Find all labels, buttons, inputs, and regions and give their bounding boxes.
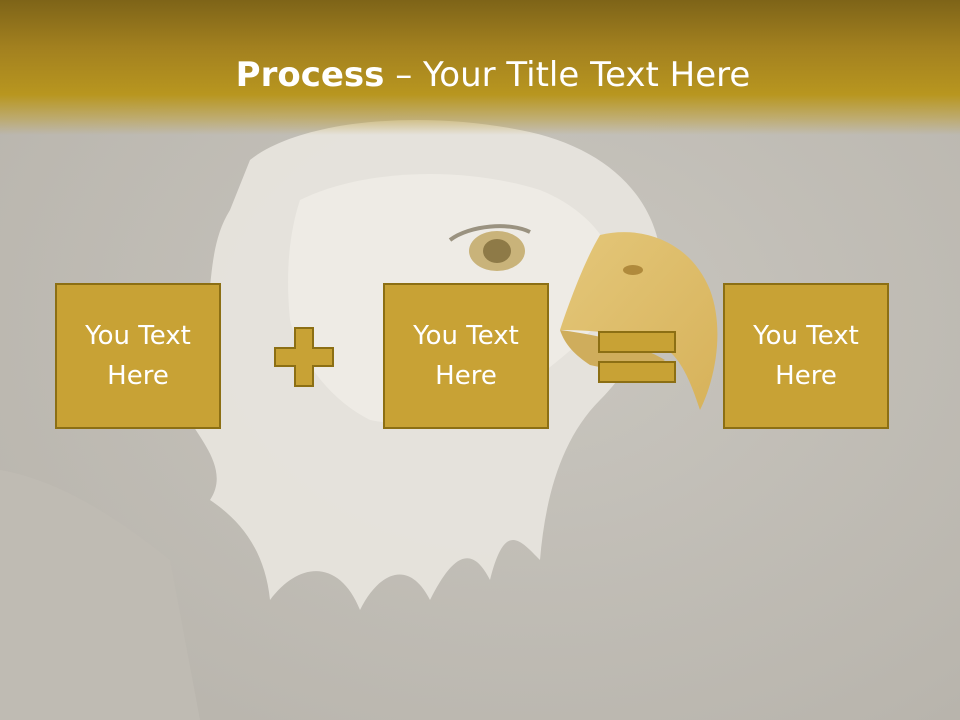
process-box-1[interactable]: You Text Here — [55, 283, 221, 429]
process-box-2-label: You Text Here — [413, 321, 519, 391]
header-band — [0, 0, 960, 135]
equals-icon — [598, 331, 676, 383]
title-rest: Your Title Text Here — [423, 55, 751, 95]
title-separator: – — [384, 55, 424, 95]
plus-icon — [274, 327, 334, 387]
process-box-3[interactable]: You Text Here — [723, 283, 889, 429]
process-box-2[interactable]: You Text Here — [383, 283, 549, 429]
process-box-3-label: You Text Here — [753, 321, 859, 391]
process-box-1-label: You Text Here — [85, 321, 191, 391]
title-bold: Process — [235, 55, 385, 95]
slide-title: Process – Your Title Text Here — [0, 52, 960, 98]
